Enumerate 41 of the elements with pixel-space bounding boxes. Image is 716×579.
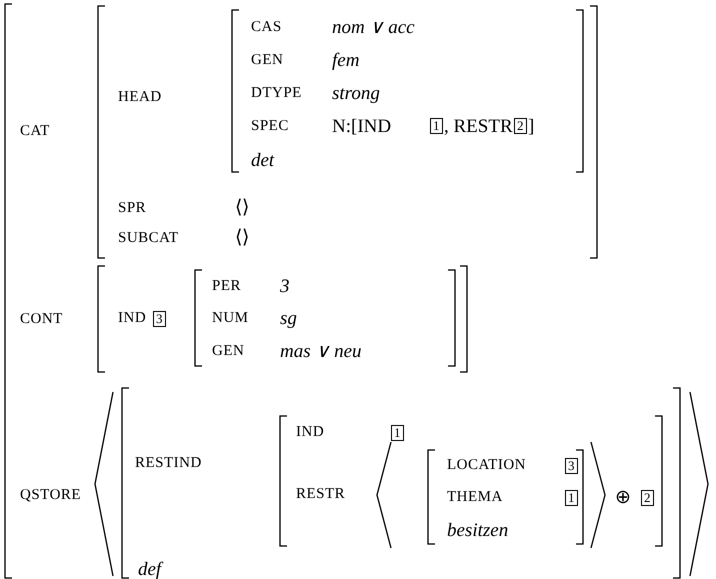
- feature-name: CAT: [20, 124, 50, 139]
- feature-value: def: [138, 560, 162, 579]
- feature-value: ⟨⟩: [235, 198, 249, 217]
- feature-value: sg: [280, 309, 297, 328]
- feature-name: THEMA: [447, 490, 503, 505]
- feature-value: ⟨⟩: [235, 228, 249, 247]
- tag-box: 1: [391, 425, 404, 441]
- feature-name: IND: [296, 425, 324, 440]
- feature-name: QSTORE: [20, 488, 82, 503]
- tag-box: 3: [153, 311, 166, 327]
- feature-name: DTYPE: [251, 86, 302, 101]
- tag-box: 1: [565, 490, 578, 506]
- feature-name: IND: [118, 311, 146, 326]
- feature-value: fem: [332, 51, 360, 70]
- feature-value: ]: [528, 117, 534, 136]
- feature-name: SPEC: [251, 119, 289, 134]
- tag-box: 1: [430, 118, 442, 134]
- tag-box: 2: [641, 490, 654, 506]
- feature-value: strong: [332, 84, 380, 103]
- feature-name: SPR: [118, 201, 146, 216]
- feature-name: CONT: [20, 312, 63, 327]
- feature-name: LOCATION: [447, 458, 526, 473]
- feature-value: mas ∨ neu: [280, 342, 362, 361]
- feature-value: besitzen: [447, 521, 508, 540]
- tag-box: 2: [514, 118, 526, 134]
- feature-value: det: [251, 151, 274, 170]
- feature-name: GEN: [212, 344, 244, 359]
- feature-name: CAS: [251, 20, 282, 35]
- feature-name: PER: [212, 279, 242, 294]
- feature-name: SUBCAT: [118, 231, 179, 246]
- feature-value: N:[IND: [332, 117, 392, 136]
- feature-value: nom ∨ acc: [332, 18, 415, 37]
- feature-name: HEAD: [118, 90, 162, 105]
- tag-box: 3: [565, 458, 578, 474]
- feature-name: RESTIND: [135, 456, 202, 471]
- feature-value: ⊕: [615, 488, 631, 507]
- feature-value: 3: [280, 277, 290, 296]
- feature-name: NUM: [212, 311, 249, 326]
- feature-name: GEN: [251, 53, 284, 68]
- feature-value: , RESTR: [444, 117, 513, 136]
- feature-name: RESTR: [296, 487, 346, 502]
